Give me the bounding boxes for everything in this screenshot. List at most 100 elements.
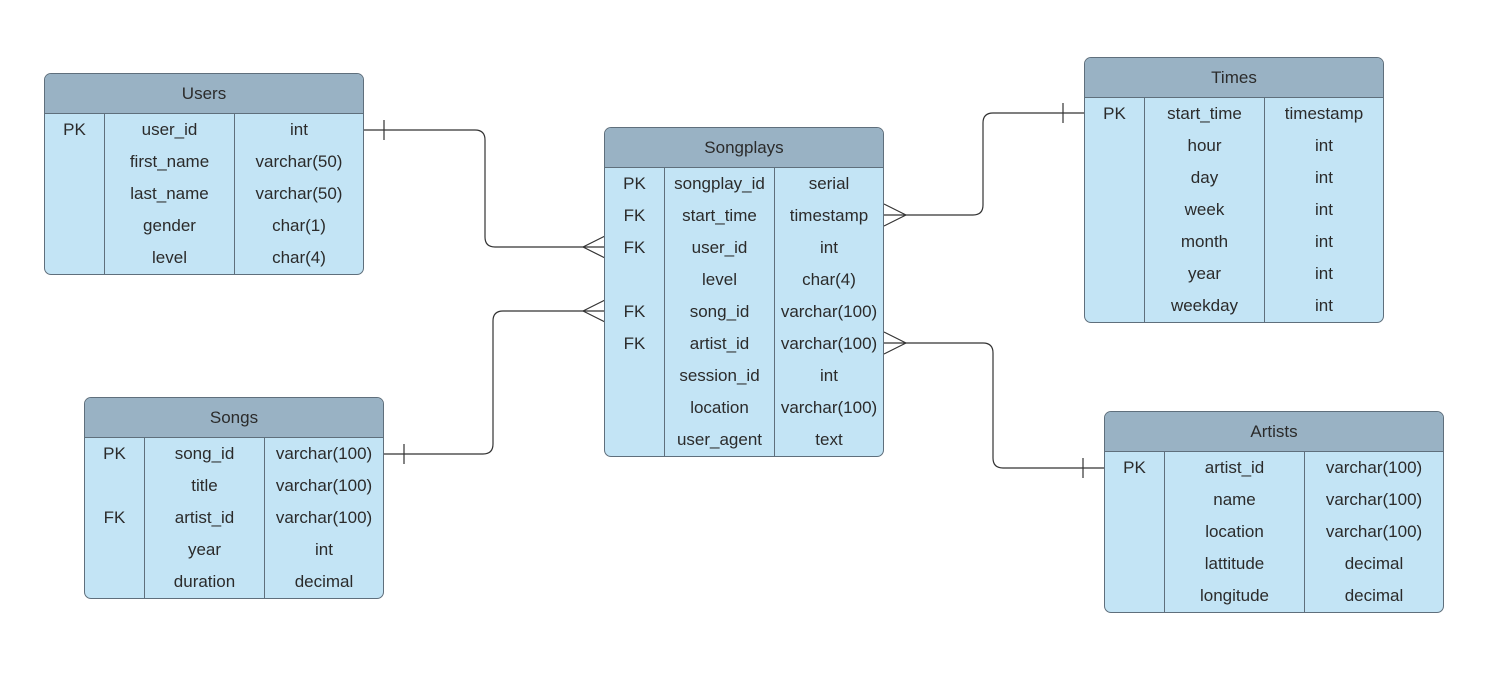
column-type: char(1) [272, 216, 326, 235]
column-type: int [820, 238, 838, 257]
table-row: name varchar(100) [1105, 484, 1443, 516]
column-name: name [1165, 484, 1305, 516]
column-type: varchar(100) [780, 334, 878, 353]
key-cell: PK [85, 438, 145, 470]
column-name: artist_id [665, 328, 775, 360]
crowfoot-many-marker [582, 299, 606, 323]
column-type: varchar(50) [255, 152, 343, 171]
column-type: char(4) [272, 248, 326, 267]
column-type: decimal [1344, 586, 1404, 605]
key-cell [1085, 290, 1145, 322]
table-row: gender char(1) [45, 210, 363, 242]
key-cell: PK [605, 168, 665, 200]
key-cell [1085, 162, 1145, 194]
column-name: gender [105, 210, 235, 242]
key-cell [605, 392, 665, 424]
column-type: varchar(100) [1325, 490, 1423, 509]
column-name: user_agent [665, 424, 775, 456]
key-cell [1085, 194, 1145, 226]
table-title: Songplays [605, 128, 883, 168]
column-name: year [145, 534, 265, 566]
column-name: songplay_id [665, 168, 775, 200]
column-type: varchar(100) [275, 508, 373, 527]
connector-line [884, 112, 1085, 216]
relation-songs-songplays [384, 299, 606, 464]
column-type: int [290, 120, 308, 139]
key-cell [1105, 516, 1165, 548]
key-cell [45, 178, 105, 210]
key-cell: PK [45, 114, 105, 146]
column-type: timestamp [1284, 104, 1364, 123]
key-cell [45, 242, 105, 274]
key-cell [45, 146, 105, 178]
connector-line [364, 129, 605, 248]
crowfoot-many-marker [883, 203, 907, 227]
column-type: int [1315, 136, 1333, 155]
column-name: week [1145, 194, 1265, 226]
relation-times-songplays [883, 103, 1085, 227]
table-row: lattitude decimal [1105, 548, 1443, 580]
key-cell [1085, 130, 1145, 162]
crowfoot-many-marker [883, 331, 907, 355]
column-type: int [1315, 296, 1333, 315]
column-name: lattitude [1165, 548, 1305, 580]
column-type: decimal [1344, 554, 1404, 573]
column-name: duration [145, 566, 265, 598]
table-title: Artists [1105, 412, 1443, 452]
column-name: user_id [665, 232, 775, 264]
connector-line [884, 342, 1105, 469]
key-cell [1105, 580, 1165, 612]
column-type: varchar(100) [1325, 522, 1423, 541]
column-name: longitude [1165, 580, 1305, 612]
column-name: weekday [1145, 290, 1265, 322]
column-name: song_id [665, 296, 775, 328]
key-cell: FK [605, 232, 665, 264]
key-cell: PK [1105, 452, 1165, 484]
key-cell [45, 210, 105, 242]
column-name: start_time [665, 200, 775, 232]
column-type: int [1315, 264, 1333, 283]
relation-artists-songplays [883, 331, 1105, 478]
key-cell [605, 264, 665, 296]
key-cell [85, 566, 145, 598]
column-type: varchar(50) [255, 184, 343, 203]
key-cell [605, 360, 665, 392]
column-name: location [665, 392, 775, 424]
column-name: level [665, 264, 775, 296]
column-name: artist_id [145, 502, 265, 534]
connector-line [384, 310, 605, 455]
key-cell [85, 534, 145, 566]
key-cell [1105, 484, 1165, 516]
column-type: int [315, 540, 333, 559]
table-title: Times [1085, 58, 1383, 98]
column-type: serial [808, 174, 850, 193]
key-cell [1085, 258, 1145, 290]
key-cell: PK [1085, 98, 1145, 130]
column-name: user_id [105, 114, 235, 146]
